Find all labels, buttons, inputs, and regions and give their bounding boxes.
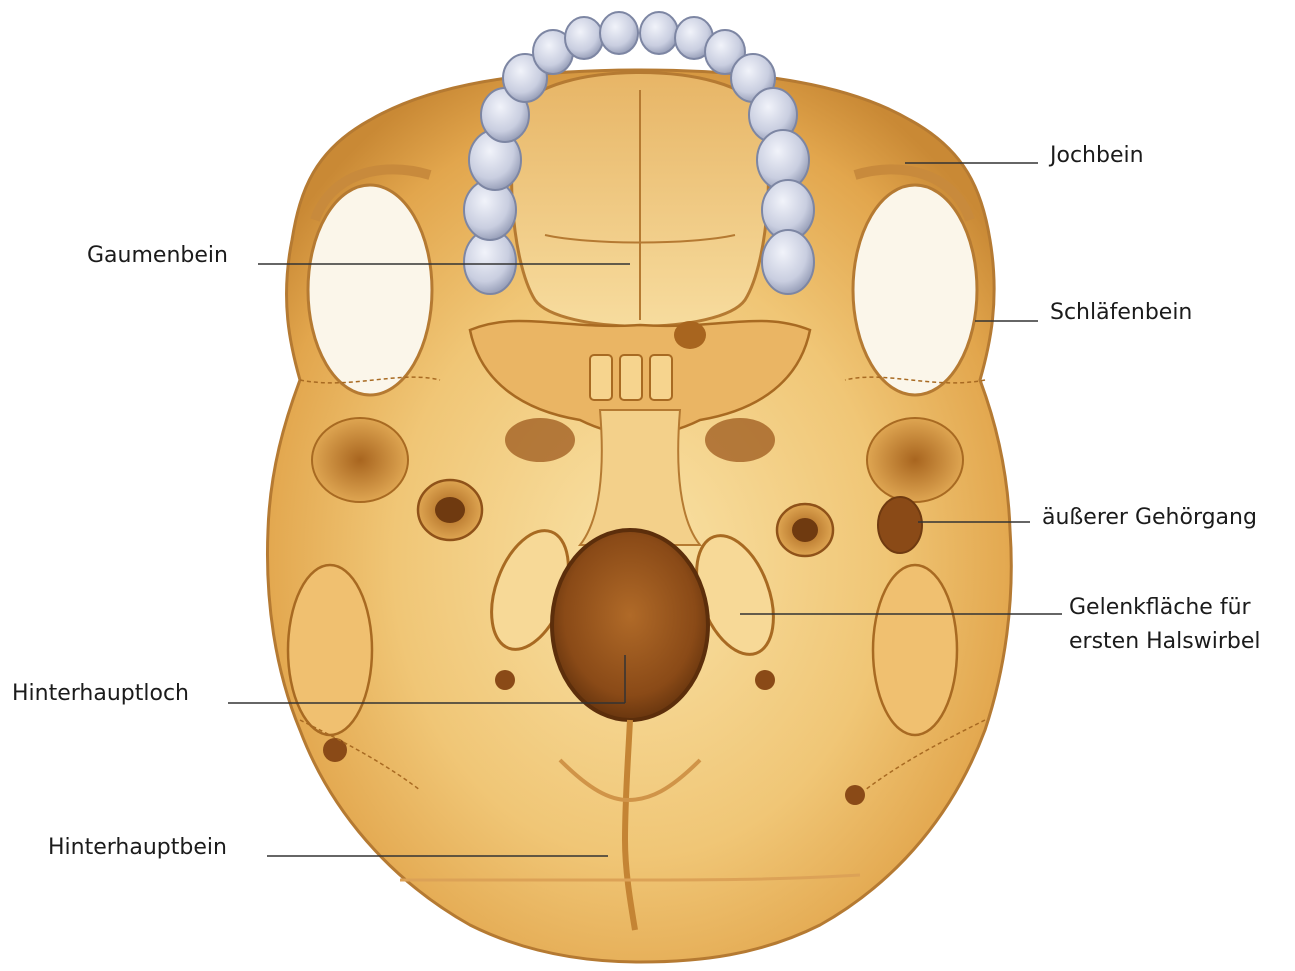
label-gelenkflaeche-line2: ersten Halswirbel — [1069, 629, 1261, 655]
right-temporal-fossa — [853, 185, 977, 395]
foramen-magnum — [552, 530, 708, 720]
external-auditory-meatus — [878, 497, 922, 553]
label-schlaefenbein: Schläfenbein — [1050, 300, 1192, 326]
label-hinterhauptloch: Hinterhauptloch — [12, 681, 189, 707]
label-aeusserer-gehoergang: äußerer Gehörgang — [1042, 505, 1257, 531]
left-temporal-fossa — [308, 185, 432, 395]
label-gelenkflaeche-line1: Gelenkfläche für — [1069, 595, 1251, 621]
label-hinterhauptbein: Hinterhauptbein — [48, 835, 227, 861]
label-jochbein: Jochbein — [1050, 143, 1144, 169]
label-gaumenbein: Gaumenbein — [87, 243, 228, 269]
